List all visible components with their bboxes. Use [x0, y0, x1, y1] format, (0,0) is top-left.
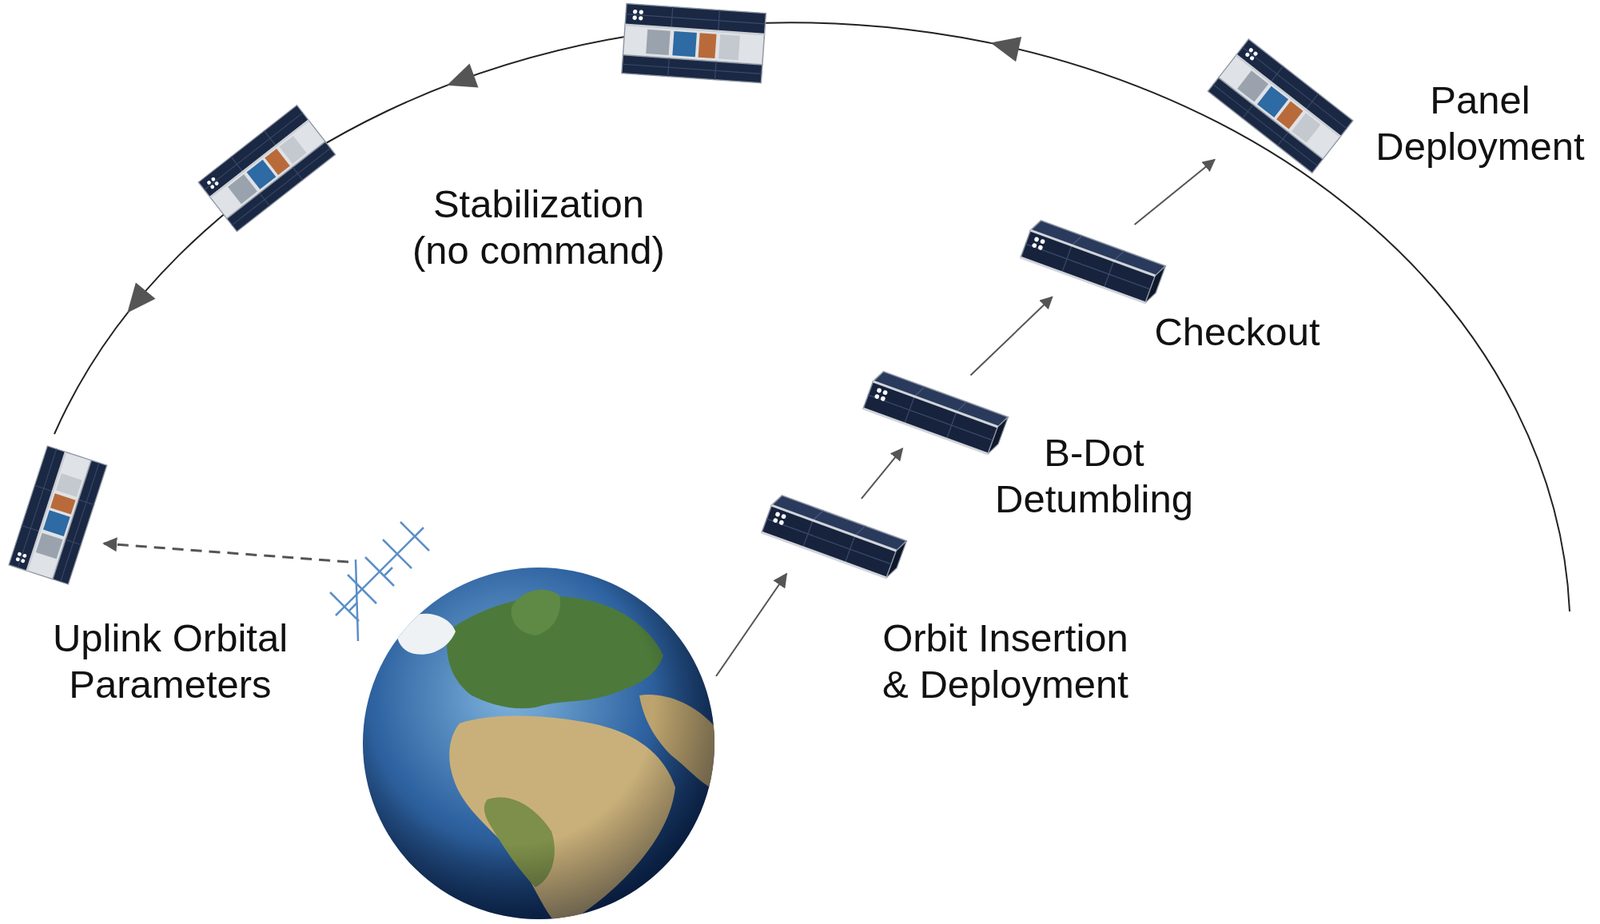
ground-antenna	[355, 559, 359, 641]
ground-antenna	[365, 557, 395, 586]
orbit-path	[54, 22, 1570, 612]
ground-antenna	[347, 574, 377, 604]
phase-label: Checkout	[1141, 308, 1334, 355]
ground-antenna	[330, 592, 359, 621]
ground-antenna	[348, 602, 358, 612]
phase-arrow	[1134, 159, 1215, 225]
orbit-arrowhead	[117, 30, 1022, 322]
cubesat-icon	[761, 218, 1166, 580]
launch-arrow	[716, 573, 787, 677]
ground-antenna	[383, 567, 393, 577]
mission-phase: Checkout	[1022, 228, 1159, 293]
deployed-cubesat-icon	[8, 3, 1354, 585]
phase-label: Stabilization (no command)	[406, 180, 671, 274]
mission-phase: Uplink Orbital Parameters	[11, 447, 108, 584]
uplink-arrow	[103, 543, 349, 562]
phase-label: Panel Deployment	[1368, 76, 1593, 170]
ground-antenna	[400, 521, 430, 551]
cubesat-icon	[1020, 218, 1166, 305]
ground-antenna	[330, 521, 430, 641]
earth-globe	[362, 567, 715, 920]
earth-globe	[362, 567, 715, 920]
mission-phase: Panel Deployment	[1219, 47, 1340, 168]
mission-phase: Orbit Insertion & Deployment	[763, 503, 900, 568]
earth-globe	[362, 567, 720, 924]
uplink-arrow	[103, 543, 349, 562]
phase-label: Orbit Insertion & Deployment	[873, 614, 1138, 708]
orbit-arrowhead	[117, 282, 156, 321]
deployed-cubesat-icon	[198, 105, 335, 232]
phase-arrow	[970, 297, 1052, 376]
cubesat-icon	[761, 493, 907, 580]
phase-arrow	[861, 448, 903, 499]
orbit-arrowhead	[442, 63, 479, 97]
cubesat-icon	[863, 369, 1008, 456]
deployed-cubesat-icon	[8, 445, 108, 585]
ground-antenna	[335, 527, 424, 616]
phase-label: B-Dot Detumbling	[974, 429, 1214, 522]
deployed-cubesat-icon	[1207, 39, 1353, 173]
deployed-cubesat-icon	[621, 3, 766, 83]
orbit-arrowhead	[987, 30, 1022, 62]
phase-label: Uplink Orbital Parameters	[42, 614, 299, 708]
mission-phase: B-Dot Detumbling	[864, 379, 1001, 444]
ground-antenna	[382, 539, 412, 569]
orbit-path	[54, 22, 1570, 612]
launch-arrow	[716, 573, 787, 677]
